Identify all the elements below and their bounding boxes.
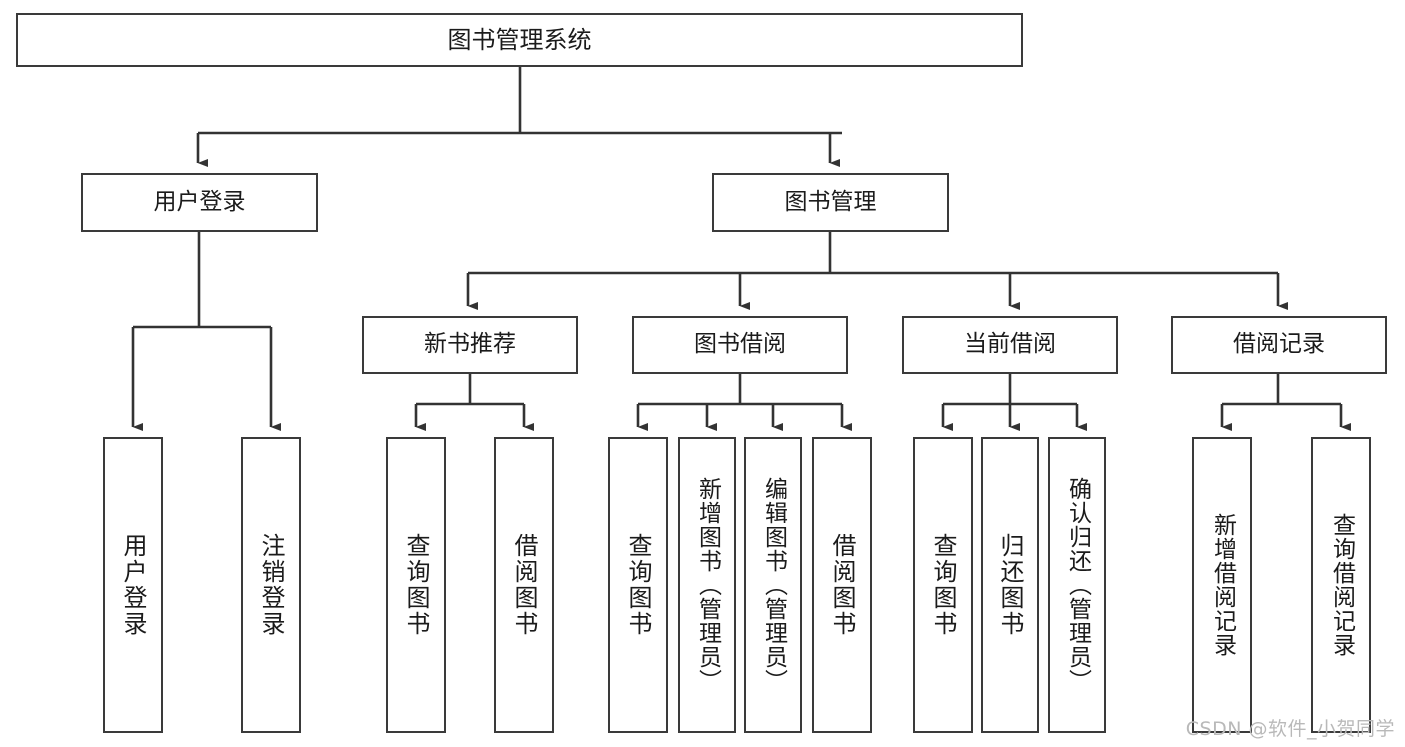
node-leaf-query-book-3[interactable]: 查询图书 — [913, 437, 973, 733]
node-leaf-borrow-book-1[interactable]: 借阅图书 — [494, 437, 554, 733]
node-leaf-add-book[interactable]: 新增图书（管理员） — [678, 437, 736, 733]
node-label: 归还图书 — [996, 533, 1024, 637]
node-label: 注销登录 — [257, 533, 285, 637]
node-current-borrow[interactable]: 当前借阅 — [902, 316, 1118, 374]
node-label: 新增借阅记录 — [1209, 513, 1236, 657]
node-book-manage[interactable]: 图书管理 — [712, 173, 949, 232]
node-label: 用户登录 — [119, 533, 147, 637]
node-leaf-edit-book[interactable]: 编辑图书（管理员） — [744, 437, 802, 733]
node-user-login[interactable]: 用户登录 — [81, 173, 318, 232]
node-borrow-record[interactable]: 借阅记录 — [1171, 316, 1387, 374]
node-label: 查询图书 — [929, 533, 957, 637]
watermark: CSDN @软件_小贺同学 — [1185, 718, 1395, 740]
node-label: 借阅图书 — [828, 533, 856, 637]
node-label: 新书推荐 — [424, 331, 516, 358]
node-label: 当前借阅 — [964, 331, 1056, 358]
node-label: 编辑图书（管理员） — [760, 477, 787, 693]
node-root-system[interactable]: 图书管理系统 — [16, 13, 1023, 67]
node-label: 确认归还（管理员） — [1064, 477, 1091, 693]
node-leaf-return-book[interactable]: 归还图书 — [981, 437, 1039, 733]
node-leaf-confirm-return[interactable]: 确认归还（管理员） — [1048, 437, 1106, 733]
node-leaf-query-record[interactable]: 查询借阅记录 — [1311, 437, 1371, 733]
node-book-borrow[interactable]: 图书借阅 — [632, 316, 848, 374]
node-label: 图书管理系统 — [447, 25, 592, 54]
node-label: 查询借阅记录 — [1328, 513, 1355, 657]
node-label: 查询图书 — [624, 533, 652, 637]
node-label: 用户登录 — [153, 188, 246, 215]
node-label: 图书管理 — [784, 188, 877, 215]
node-leaf-query-book-2[interactable]: 查询图书 — [608, 437, 668, 733]
node-label: 借阅记录 — [1233, 331, 1325, 358]
node-leaf-user-logout[interactable]: 注销登录 — [241, 437, 301, 733]
node-leaf-add-record[interactable]: 新增借阅记录 — [1192, 437, 1252, 733]
node-leaf-query-book-1[interactable]: 查询图书 — [386, 437, 446, 733]
node-new-book-rec[interactable]: 新书推荐 — [362, 316, 578, 374]
node-leaf-user-login[interactable]: 用户登录 — [103, 437, 163, 733]
node-label: 查询图书 — [402, 533, 430, 637]
node-label: 图书借阅 — [694, 331, 786, 358]
node-leaf-borrow-book-2[interactable]: 借阅图书 — [812, 437, 872, 733]
node-label: 借阅图书 — [510, 533, 538, 637]
node-label: 新增图书（管理员） — [694, 477, 721, 693]
